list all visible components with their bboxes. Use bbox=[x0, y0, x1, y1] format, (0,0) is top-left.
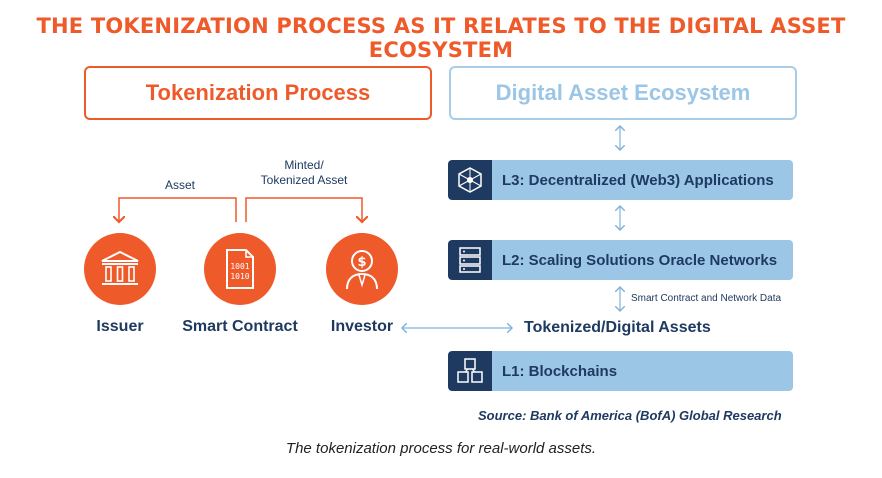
binary-document-icon: 1001 1010 bbox=[226, 249, 254, 289]
minted-arrow bbox=[245, 197, 362, 222]
layer-l2: L2: Scaling Solutions Oracle Networks bbox=[448, 240, 793, 280]
bank-icon bbox=[101, 250, 139, 285]
l1-icon-box bbox=[448, 351, 492, 391]
svg-text:1010: 1010 bbox=[230, 272, 249, 281]
l2-label: L2: Scaling Solutions Oracle Networks bbox=[502, 251, 778, 269]
layer-l3: L3: Decentralized (Web3) Applications bbox=[448, 160, 793, 200]
network-icon bbox=[458, 167, 482, 193]
issuer-label: Issuer bbox=[96, 318, 144, 335]
tokenized-assets-label: Tokenized/Digital Assets bbox=[524, 319, 711, 336]
digital-asset-ecosystem-header: Digital Asset Ecosystem bbox=[449, 66, 797, 120]
figure-caption: The tokenization process for real-world … bbox=[285, 440, 597, 457]
minted-label-line1: Minted/ bbox=[284, 158, 324, 172]
l2-icon-box bbox=[448, 240, 492, 280]
investor-circle: $ bbox=[326, 233, 398, 305]
l3-icon-box bbox=[448, 160, 492, 200]
minted-label: Minted/ Tokenized Asset bbox=[242, 158, 366, 188]
smart-contract-label: Smart Contract bbox=[182, 318, 298, 335]
investor-label: Investor bbox=[330, 318, 394, 335]
page-title: THE TOKENIZATION PROCESS AS IT RELATES T… bbox=[36, 14, 846, 62]
minted-label-line2: Tokenized Asset bbox=[260, 173, 348, 187]
svg-text:$: $ bbox=[357, 255, 366, 270]
tokenization-process-header: Tokenization Process bbox=[84, 66, 432, 120]
asset-label: Asset bbox=[164, 178, 195, 192]
asset-arrow bbox=[119, 197, 237, 222]
smart-contract-circle: 1001 1010 bbox=[204, 233, 276, 305]
l1-label: L1: Blockchains bbox=[502, 362, 618, 380]
l3-label: L3: Decentralized (Web3) Applications bbox=[502, 171, 774, 189]
blocks-icon bbox=[457, 358, 483, 383]
source-note: Source: Bank of America (BofA) Global Re… bbox=[478, 408, 782, 423]
smart-contract-data-label: Smart Contract and Network Data bbox=[631, 293, 782, 304]
issuer-circle bbox=[84, 233, 156, 305]
server-icon bbox=[459, 247, 481, 273]
layer-l1: L1: Blockchains bbox=[448, 351, 793, 391]
investor-icon: $ bbox=[346, 250, 378, 290]
svg-text:1001: 1001 bbox=[230, 262, 249, 271]
